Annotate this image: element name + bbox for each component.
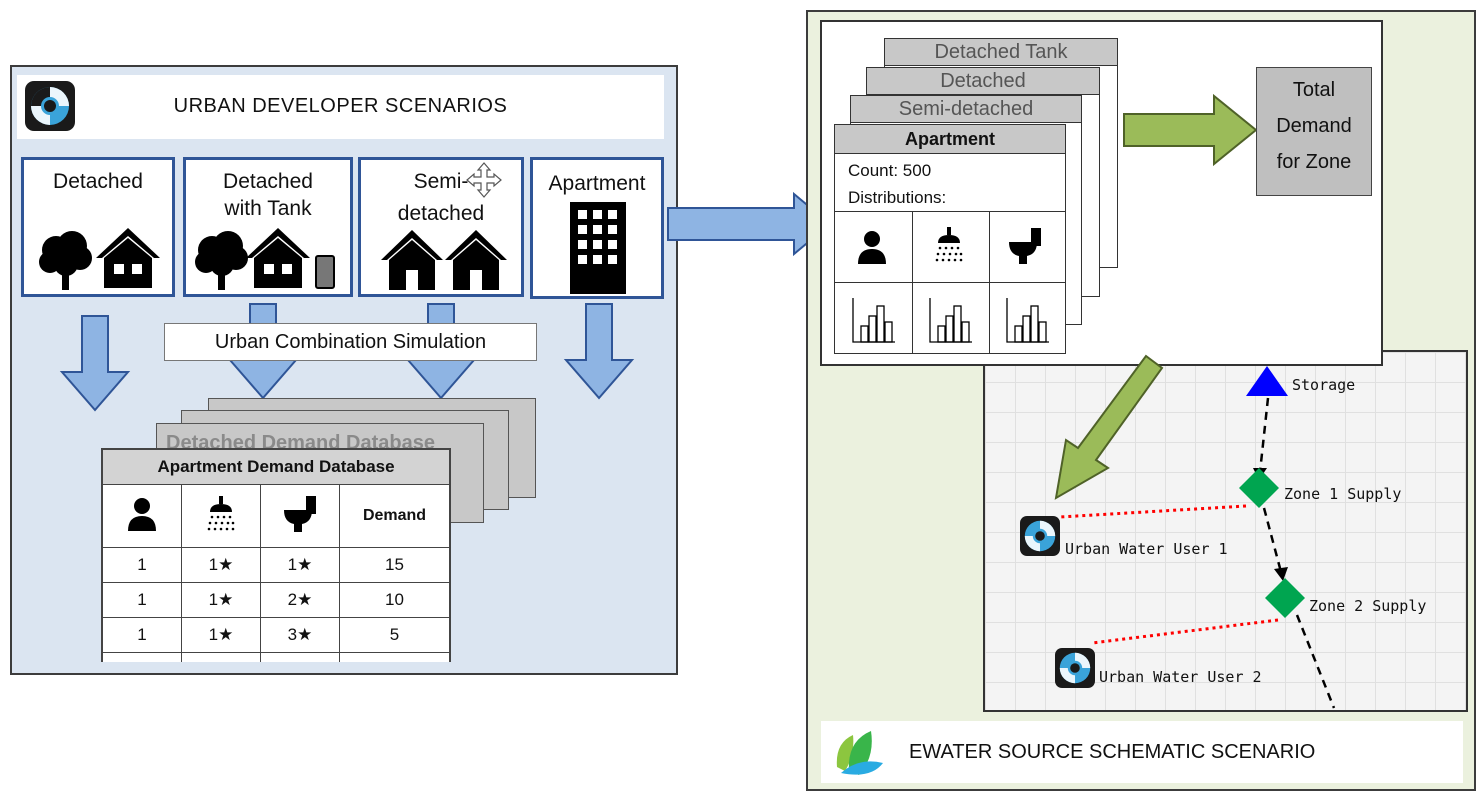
house-icon <box>246 228 310 288</box>
semi-detached-label-line2: detached <box>397 202 485 225</box>
apartment-config-title: Apartment <box>835 125 1065 154</box>
ewater-logo <box>836 731 883 775</box>
distribution-cell <box>835 212 913 283</box>
table-cell: 5 <box>339 617 450 653</box>
distribution-cell <box>989 212 1065 283</box>
histogram-icon <box>852 298 895 343</box>
urban-developer-logo <box>25 81 75 131</box>
table-cell: 1 <box>102 582 182 618</box>
stack-card-title: Detached Tank <box>885 39 1117 66</box>
total-demand-box: Total Demand for Zone <box>1256 67 1372 196</box>
stack-card-title: Semi-detached <box>851 96 1081 123</box>
total-demand-line1: Total <box>1292 79 1336 101</box>
zone1-to-zone2-link <box>1262 507 1283 573</box>
table-cell: 1 <box>102 617 182 653</box>
database-title: Apartment Demand Database <box>102 449 450 485</box>
storage-node-label: Storage <box>1292 376 1356 394</box>
distribution-cell <box>835 282 913 354</box>
shower-icon <box>207 495 235 530</box>
table-cell: 1★ <box>181 582 261 618</box>
ewater-source-title: EWATER SOURCE SCHEMATIC SCENARIO <box>909 741 1316 763</box>
tree-icon <box>195 231 248 290</box>
zone1-to-user1-demand-link <box>1059 504 1247 519</box>
total-demand-line2: Demand <box>1276 115 1352 137</box>
table-row <box>102 652 450 662</box>
distribution-grid <box>835 211 1065 355</box>
zone2-downstream-link <box>1295 614 1336 709</box>
urban-combination-simulation-label: Urban Combination Simulation <box>164 323 537 361</box>
schematic-links <box>1059 397 1336 709</box>
ewater-source-header: EWATER SOURCE SCHEMATIC SCENARIO <box>821 721 1463 783</box>
urban-water-user-2-icon[interactable] <box>1055 648 1095 688</box>
person-icon <box>858 231 886 264</box>
zone2-supply-node-icon[interactable] <box>1263 576 1307 620</box>
detached-card: Detached <box>21 157 175 297</box>
demand-column-header: Demand <box>339 484 450 548</box>
apartment-count: Count: 500 <box>848 161 932 180</box>
table-row: 1 1★ 1★ 15 <box>102 547 450 583</box>
table-cell: 1★ <box>181 617 261 653</box>
detached-with-tank-card: Detached with Tank <box>183 157 353 297</box>
distribution-cell <box>912 212 990 283</box>
shower-column-header <box>181 484 261 548</box>
green-arrow-to-user1 <box>1054 354 1164 500</box>
apartment-card: Apartment <box>530 157 664 299</box>
distribution-cell <box>912 282 990 354</box>
table-cell: 1★ <box>260 547 340 583</box>
move-cursor-icon <box>466 162 502 198</box>
person-column-header <box>102 484 182 548</box>
urban-water-user-2-label: Urban Water User 2 <box>1099 668 1262 686</box>
zone2-supply-label: Zone 2 Supply <box>1309 597 1427 615</box>
table-row: 1 1★ 2★ 10 <box>102 582 450 618</box>
zone1-supply-node-icon[interactable] <box>1237 466 1281 510</box>
tree-icon <box>39 231 92 290</box>
storage-to-zone1-link <box>1258 397 1270 473</box>
down-arrow-apartment <box>563 303 635 400</box>
apartment-demand-database: Apartment Demand Database Demand 1 1★ 1★… <box>101 448 451 662</box>
apartment-distributions-label: Distributions: <box>848 188 947 207</box>
tank-icon <box>315 255 335 289</box>
total-demand-line3: for Zone <box>1276 151 1352 173</box>
table-cell: 1 <box>102 547 182 583</box>
semi-detached-house-icon <box>381 230 507 290</box>
distribution-cell <box>989 282 1065 354</box>
urban-water-user-1-icon[interactable] <box>1020 516 1060 556</box>
table-row: 1 1★ 3★ 5 <box>102 617 450 653</box>
house-icon <box>96 228 160 288</box>
urban-developer-header: URBAN DEVELOPER SCENARIOS <box>17 75 664 139</box>
urban-developer-title: URBAN DEVELOPER SCENARIOS <box>173 95 508 117</box>
urban-water-user-1-label: Urban Water User 1 <box>1065 540 1228 558</box>
zone2-to-user2-demand-link <box>1091 618 1279 645</box>
table-cell: 2★ <box>260 582 340 618</box>
building-icon <box>570 202 626 294</box>
table-cell: 3★ <box>260 617 340 653</box>
semi-detached-card: Semi- detached <box>358 157 524 297</box>
table-cell: 15 <box>339 547 450 583</box>
histogram-icon <box>929 298 972 343</box>
detached-with-tank-label-line1: Detached <box>223 170 313 193</box>
toilet-column-header <box>260 484 340 548</box>
detached-with-tank-label-line2: with Tank <box>224 197 312 220</box>
shower-icon <box>935 227 963 262</box>
histogram-icon <box>1006 298 1049 343</box>
table-cell: 10 <box>339 582 450 618</box>
zone1-supply-label: Zone 1 Supply <box>1284 485 1402 503</box>
apartment-label: Apartment <box>548 172 646 195</box>
toilet-icon <box>284 495 316 532</box>
detached-label: Detached <box>53 170 143 193</box>
stack-card-title: Detached <box>867 68 1099 95</box>
storage-node-icon[interactable] <box>1244 364 1290 398</box>
down-arrow-detached <box>59 315 131 412</box>
table-cell: 1★ <box>181 547 261 583</box>
semi-detached-label-line1: Semi- <box>413 170 469 193</box>
toilet-icon <box>1009 228 1041 264</box>
person-icon <box>128 497 156 531</box>
green-arrow-to-total <box>1123 93 1258 167</box>
apartment-config-card: Apartment Count: 500 Distributions: <box>834 124 1066 354</box>
